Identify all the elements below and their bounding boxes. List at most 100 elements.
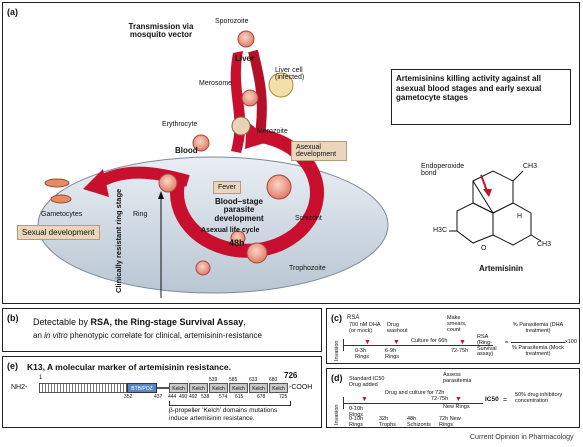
- panel-c: (c) RSA Invasion 700 nM DHA (or mock) ▼ …: [326, 308, 580, 364]
- panel-d-standard: Standard IC50 Drug added: [349, 376, 385, 388]
- panel-c-invasion: Invasion: [334, 340, 340, 362]
- ring-label: Ring: [133, 211, 148, 218]
- gametocyte-2: [50, 194, 72, 204]
- k13-btb-domain: BTB/POZ: [127, 383, 157, 393]
- panel-b: (b) Detectable by RSA, the Ring-stage Su…: [2, 308, 322, 352]
- k13-num-492: 492: [189, 394, 198, 400]
- kelch-domain-4: Kelch: [229, 383, 248, 393]
- k13-note-1: β-propeller ‘Kelch’ domains mutations: [169, 407, 278, 414]
- panel-b-rsa: RSA, the Ring-stage Survival Assay: [90, 317, 244, 327]
- panel-d-trophs: 32h Trophs: [379, 416, 396, 428]
- k13-linker: [157, 387, 169, 389]
- h3c-label: H3C: [433, 227, 448, 234]
- sexual-arrow: [94, 166, 190, 189]
- panel-c-fraction-line: [511, 342, 565, 343]
- panel-c-arrow-3: ▼: [459, 339, 466, 346]
- liver-cell-label: Liver cell (infected): [275, 67, 305, 82]
- panel-d-new-rings-2: 72h New Rings: [439, 416, 461, 428]
- kelch-domain-6: Kelch: [269, 383, 288, 393]
- kelch-domain-1: Kelch: [169, 383, 188, 393]
- panel-b-line2: an in vitro phenotypic correlate for cli…: [33, 331, 262, 340]
- panel-d-assess: Assess parasitemia: [443, 372, 472, 384]
- panel-b-prefix: Detectable by: [33, 317, 91, 327]
- kelch-domain-5: Kelch: [249, 383, 268, 393]
- panel-d-ic50: IC50: [485, 396, 499, 403]
- asexual-development-box: Asexual development: [291, 141, 347, 161]
- panel-b-comma: ,: [243, 317, 246, 327]
- panel-e-label: (e): [7, 361, 18, 371]
- liver-label: Liver: [235, 54, 255, 63]
- panel-d: (d) Invasion Standard IC50 Drug added As…: [326, 368, 580, 428]
- center-title: Blood–stage parasite development: [214, 197, 264, 223]
- gametocytes-label: Gametocytes: [41, 211, 83, 218]
- k13-num-678: 678: [257, 394, 266, 400]
- panel-c-arrow-2: ▼: [393, 339, 400, 346]
- k13-num-352: 352: [124, 394, 133, 400]
- artemisinin-structure: [449, 170, 542, 246]
- killing-activity-box: Artemisinins killing activity against al…: [391, 69, 571, 125]
- panel-a: (a): [2, 2, 580, 304]
- panel-c-rings-0-3: 0-3h Rings: [355, 348, 370, 360]
- panel-d-schizonts: 48h Schizonts: [407, 416, 431, 428]
- panel-c-label: (c): [331, 313, 342, 323]
- k13-num-615: 615: [235, 394, 244, 400]
- ring-cell: [158, 173, 178, 193]
- k13-num-725: 725: [279, 394, 288, 400]
- panel-c-rings-6-9: 6-9h Rings: [385, 348, 400, 360]
- kelch-domain-3: Kelch: [209, 383, 228, 393]
- k13-num-437: 437: [154, 394, 163, 400]
- endoperoxide-label: Endoperoxide bond: [421, 163, 465, 178]
- center-hours: 48h: [229, 238, 245, 248]
- panel-d-new-rings: New Rings: [443, 404, 470, 410]
- sexual-development-box: Sexual development: [17, 225, 100, 240]
- panel-d-tick-start: [343, 397, 344, 409]
- panel-d-ic50-def: 50% drug inhibitory concentration: [515, 392, 563, 404]
- merosome-label: Merosome: [199, 80, 233, 87]
- panel-c-culture: Culture for 66h: [411, 338, 448, 344]
- fever-box: Fever: [213, 181, 241, 194]
- gametocyte-1: [44, 178, 70, 188]
- panel-c-title: RSA: [347, 315, 360, 321]
- k13-note-2: induce artemisinin resistance.: [169, 415, 255, 422]
- panel-d-timeline: [343, 403, 483, 404]
- k13-num-680: 680: [269, 377, 278, 383]
- blood-cell-1: [195, 260, 211, 276]
- panel-b-label: (b): [7, 313, 19, 323]
- panel-e-title: K13, A molecular marker of artemisinin r…: [27, 362, 231, 372]
- kelch-domain-2: Kelch: [189, 383, 208, 393]
- center-sub: Asexual life cycle: [201, 227, 260, 234]
- trophozoite-label: Trophozoite: [289, 265, 326, 272]
- panel-c-washout: Drug washout: [387, 322, 408, 334]
- k13-nh2: NH2-: [11, 384, 28, 391]
- merosome-cell: [241, 89, 259, 107]
- ch3-bottom: CH3: [537, 241, 552, 248]
- k13-num-574: 574: [219, 394, 228, 400]
- killing-activity-text: Artemisinins killing activity against al…: [396, 74, 542, 103]
- schizont-cell: [266, 174, 292, 200]
- liver-cell: [268, 72, 294, 98]
- panel-d-72-75: 72-75h: [431, 396, 449, 402]
- ch3-top: CH3: [523, 163, 538, 170]
- panel-c-equals: =: [505, 340, 509, 346]
- k13-num-490: 490: [179, 394, 188, 400]
- clinically-resistant-label: Clinically resistant ring stage: [114, 188, 123, 293]
- panel-b-an: an: [33, 331, 45, 340]
- panel-c-arrow-1: ▼: [364, 339, 371, 346]
- sporozoite-label: Sporozoite: [215, 18, 249, 25]
- k13-num-539: 539: [209, 377, 218, 383]
- panel-d-arrow-1: ▼: [361, 396, 368, 403]
- panel-c-smears: Make smears, count: [447, 315, 467, 333]
- o-label: O: [481, 245, 487, 252]
- k13-num-585: 585: [229, 377, 238, 383]
- k13-num-444: 444: [168, 394, 177, 400]
- merozoite-label: Merozoite: [257, 128, 288, 135]
- endoperoxide-arrow: [480, 174, 488, 192]
- panel-c-pct-mock: % Parasitemia (Mock treatment): [512, 345, 564, 357]
- panel-c-rsa-survival: RSA (Ring-Survival assay): [477, 334, 497, 358]
- panel-d-arrow-2: ▼: [455, 396, 462, 403]
- k13-num-633: 633: [249, 377, 258, 383]
- erythrocyte-cell: [192, 134, 210, 152]
- blood-cell-2: [230, 230, 246, 246]
- panel-c-72-75: 72-75h: [451, 348, 469, 354]
- schizont-label: Schizont: [295, 215, 322, 222]
